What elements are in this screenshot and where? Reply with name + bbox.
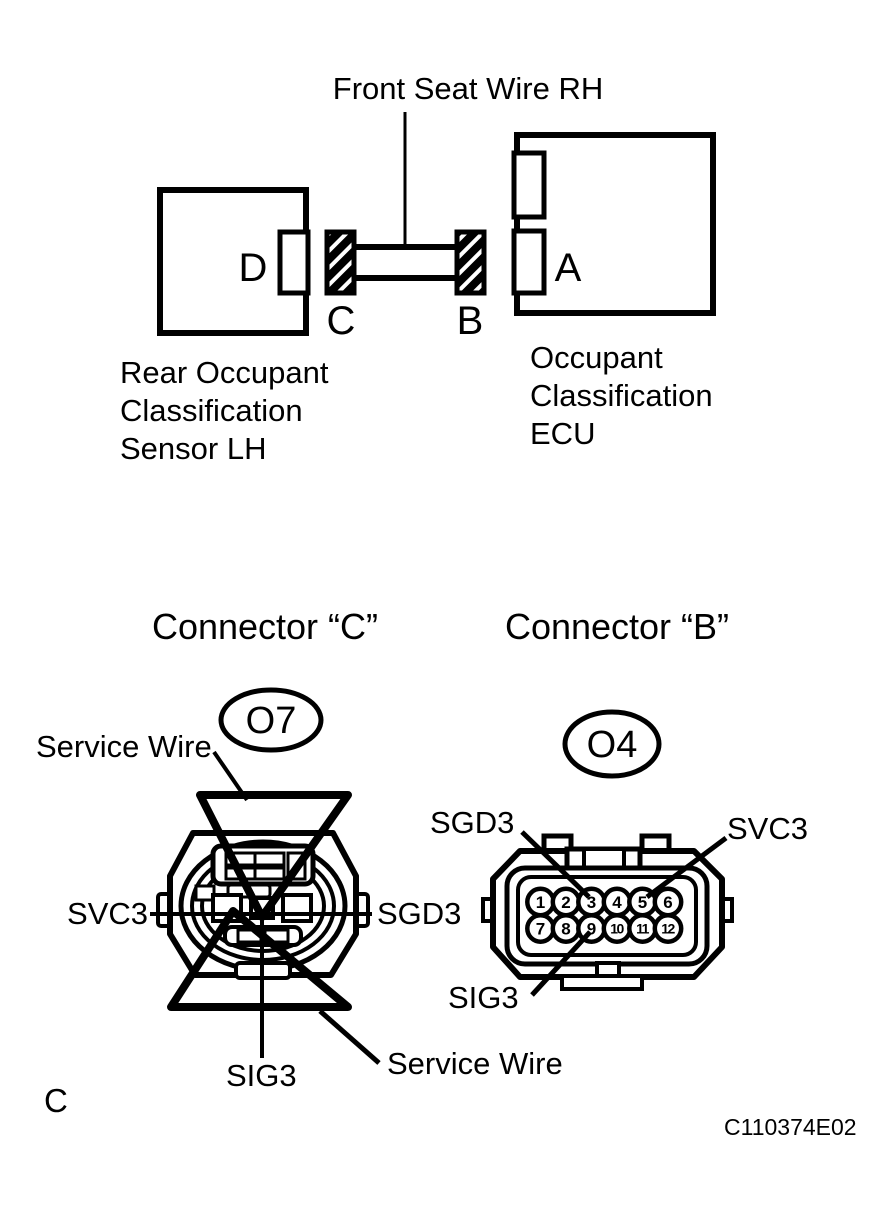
pin-number-12: 12 (661, 921, 675, 937)
sensor-letter: D (239, 246, 268, 290)
footer: C C110374E02 (44, 1082, 857, 1140)
connector-c-view: Connector “C” O7 (36, 606, 563, 1093)
pin-number-5: 5 (638, 893, 647, 912)
figure-code: C110374E02 (724, 1114, 857, 1140)
pin-number-2: 2 (561, 893, 570, 912)
ecu-caption: Occupant Classification ECU (530, 340, 713, 451)
section-letter: C (44, 1082, 68, 1119)
pin-circle-12 (652, 913, 684, 944)
ecu-letter: A (555, 246, 582, 290)
sensor-caption-line3: Sensor LH (120, 431, 266, 466)
connector-b-view: Connector “B” O4 (430, 606, 808, 1015)
ecu-notch-bottom (511, 228, 547, 296)
connector-b-badge-oval (562, 709, 662, 779)
svc3-label-c: SVC3 (67, 896, 148, 931)
top-diagram: Front Seat Wire RH D C B A Rear Occupant… (120, 71, 716, 466)
pin-number-6: 6 (663, 893, 672, 912)
connector-c-badge-oval (218, 687, 324, 753)
pin-number-11: 11 (636, 921, 650, 937)
service-wire-triangle-bottom (167, 907, 352, 1011)
plug-c-letter: C (327, 299, 356, 343)
svc3-leader-line-b (645, 835, 728, 900)
connector-b-badge: O4 (587, 724, 638, 766)
sig3-label-c: SIG3 (226, 1058, 297, 1093)
service-wire-top-label: Service Wire (36, 729, 212, 764)
service-wire-bottom-leader (318, 1009, 381, 1065)
ecu-caption-line1: Occupant (530, 340, 663, 375)
connector-c-terminal-right (281, 893, 313, 923)
plug-c (324, 229, 357, 296)
pin-number-10: 10 (610, 921, 624, 937)
sensor-box-notch (277, 229, 311, 296)
svc3-label-b: SVC3 (727, 811, 808, 846)
sig3-label-b: SIG3 (448, 980, 519, 1015)
pin-number-9: 9 (587, 920, 596, 939)
service-wire-triangle-top (196, 791, 352, 921)
sig3-leader-line-b (530, 930, 592, 997)
plug-b (454, 229, 487, 296)
sgd3-label-b: SGD3 (430, 805, 514, 840)
connector-b-bottom-base (560, 974, 644, 991)
sensor-caption-line2: Classification (120, 393, 303, 428)
connector-c-title: Connector “C” (152, 606, 378, 647)
connector-c-badge: O7 (246, 700, 297, 742)
pin-number-3: 3 (587, 893, 596, 912)
connector-b-title: Connector “B” (505, 606, 729, 647)
sensor-caption: Rear Occupant Classification Sensor LH (120, 355, 329, 466)
ecu-notch-top (511, 150, 547, 220)
wire-bar (347, 244, 463, 281)
sgd3-leader-line-b (520, 830, 591, 899)
ecu-caption-line3: ECU (530, 416, 595, 451)
plug-b-letter: B (457, 299, 484, 343)
service-wire-bottom-label: Service Wire (387, 1046, 563, 1081)
pin-number-8: 8 (561, 920, 570, 939)
pin-number-1: 1 (536, 893, 545, 912)
sgd3-label-c: SGD3 (377, 896, 461, 931)
front-seat-wire-label: Front Seat Wire RH (333, 71, 603, 106)
ecu-box (514, 132, 716, 316)
ecu-caption-line2: Classification (530, 378, 713, 413)
pin-number-4: 4 (612, 893, 622, 912)
pin-number-7: 7 (536, 920, 545, 939)
sensor-caption-line1: Rear Occupant (120, 355, 329, 390)
